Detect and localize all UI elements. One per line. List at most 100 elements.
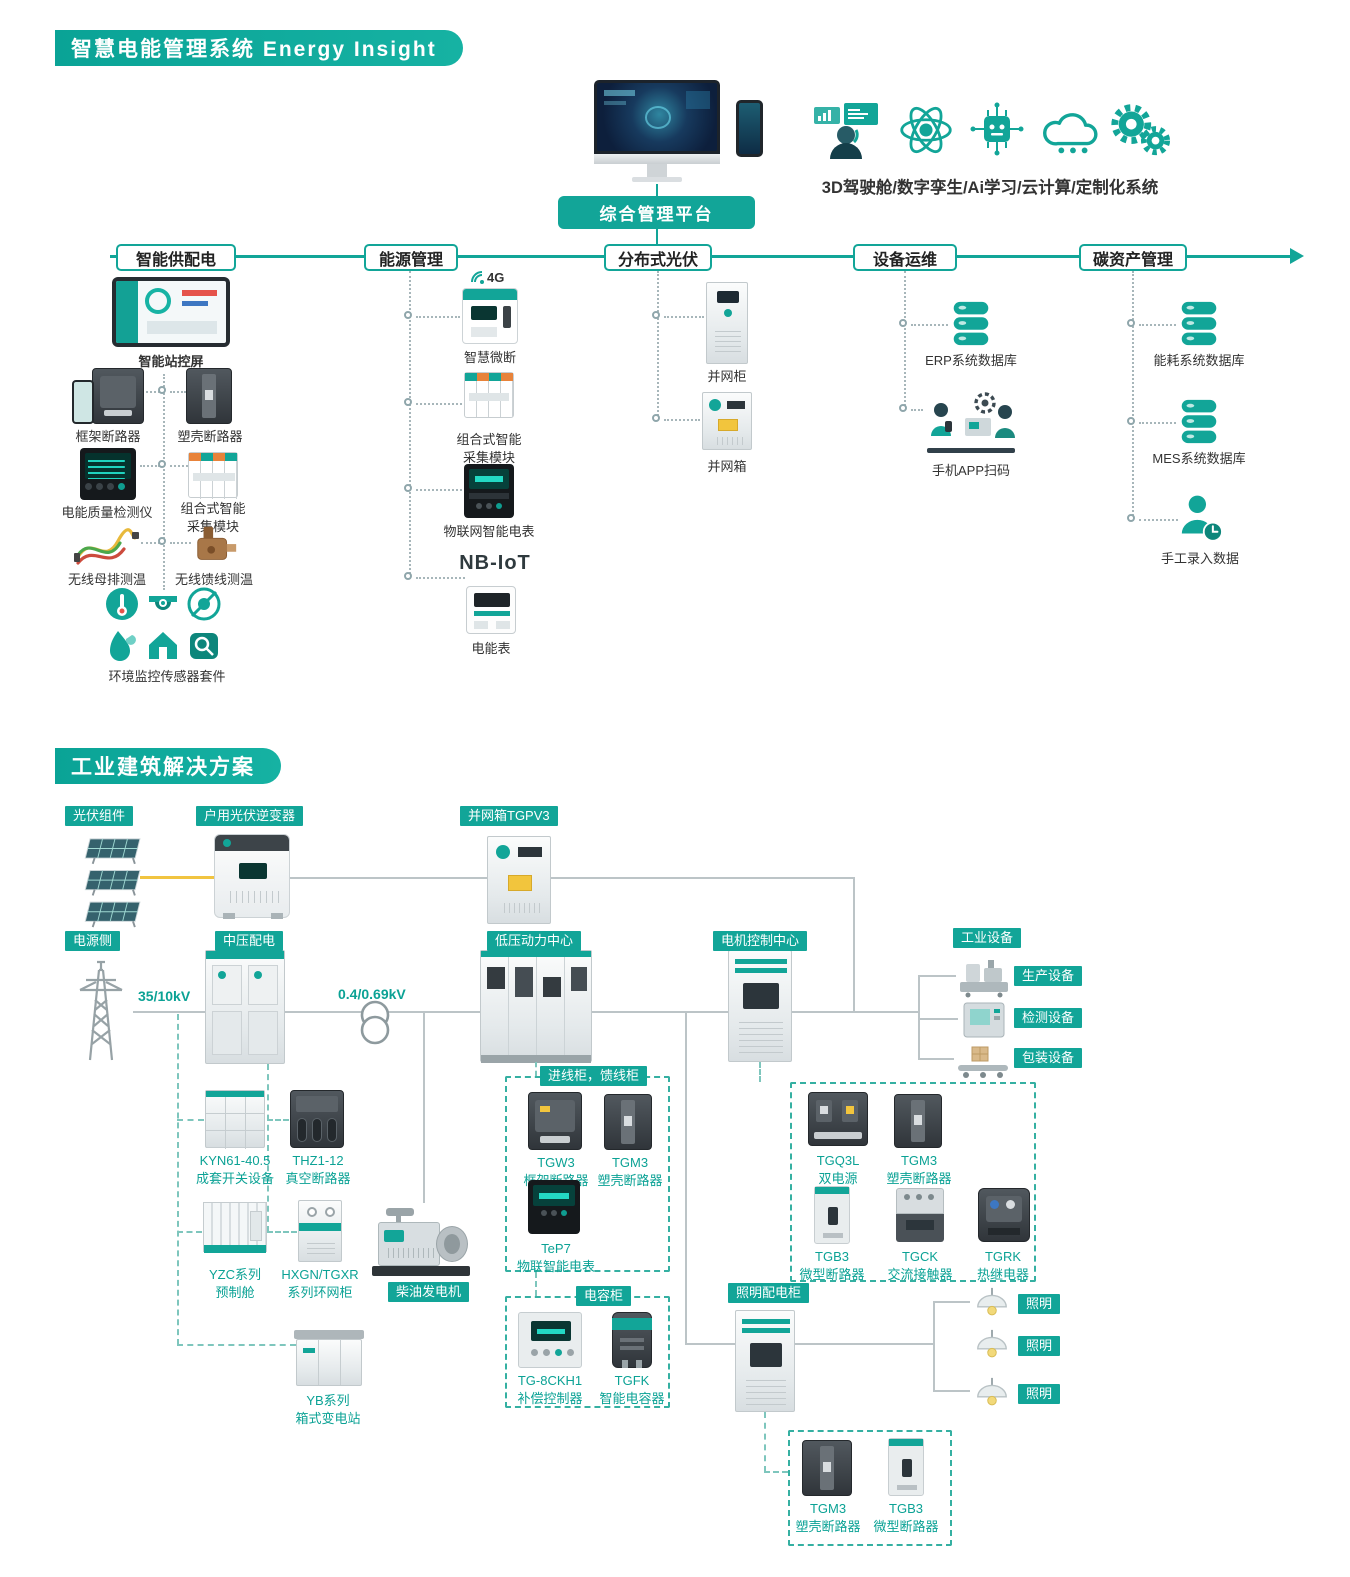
tgw3-acb-image [528, 1092, 582, 1150]
thermometer-icon [104, 586, 140, 622]
label-acq-module-1: 组合式智能采集模块 [180, 501, 246, 534]
product-tgq3l: TGQ3L 双电源 [788, 1152, 888, 1187]
mv-switchgear-image [205, 950, 285, 1064]
section1-title-banner: 智慧电能管理系统 Energy Insight [55, 30, 463, 66]
branch-node [404, 398, 412, 406]
product-yb-model: YB系列 [306, 1393, 350, 1408]
industry-stub-3 [918, 1058, 954, 1060]
bus-mcc-to-industry [792, 1011, 920, 1013]
product-tgb3-1-model: TGB3 [815, 1249, 849, 1264]
tag-inverter: 户用光伏逆变器 [196, 806, 304, 827]
section2-title-banner: 工业建筑解决方案 [55, 748, 281, 784]
platform-label: 综合管理平台 [558, 196, 755, 229]
diesel-feed-line [423, 1013, 425, 1203]
stub-line [170, 391, 186, 393]
packing-machine-image [956, 1041, 1010, 1079]
voltage-lv-label: 0.4/0.69kV [338, 986, 406, 1002]
stub-line [416, 489, 462, 491]
product-tgfk-model: TGFK [614, 1373, 650, 1388]
branch4-vertical-line [904, 271, 906, 410]
stub-line [664, 419, 700, 421]
stub-line [911, 409, 923, 411]
manual-entry-person-icon [1180, 492, 1222, 544]
product-yb: YB系列 箱式变电站 [278, 1392, 378, 1427]
product-thz-model: THZ1-12 [292, 1153, 344, 1168]
ai-learning-icon [968, 100, 1026, 158]
label-manual-entry: 手工录入数据 [1160, 551, 1239, 566]
tag-lighting-1: 照明 [1018, 1294, 1061, 1315]
mv-stub-thz [267, 1119, 289, 1121]
product-tgrk-desc: 热继电器 [976, 1266, 1029, 1282]
monitor-connector-line [656, 184, 658, 196]
feeder-temp-clamp-image [192, 524, 240, 568]
label-acq-module-2: 组合式智能采集模块 [456, 432, 522, 465]
busbar-temp-wires-image [74, 526, 140, 568]
product-tgw3-model: TGW3 [537, 1155, 575, 1170]
product-tgb3-1-desc: 微型断路器 [799, 1266, 865, 1282]
lv-box-connector-1 [535, 1062, 537, 1076]
tgm3-mccb-image-2 [894, 1094, 942, 1148]
iot-meter-image [464, 464, 514, 518]
product-tgm3-3: TGM3 塑壳断路器 [778, 1500, 878, 1535]
frame-breaker-image [72, 366, 144, 426]
stub-line [142, 391, 160, 393]
branch-node [158, 460, 166, 468]
tag-lighting-cabinet: 照明配电柜 [728, 1283, 810, 1304]
product-tgrk-model: TGRK [984, 1249, 1022, 1264]
product-tep7-desc: 物联智能电表 [516, 1258, 595, 1274]
label-frame-breaker: 框架断路器 [75, 429, 141, 444]
transmission-tower-image [66, 956, 136, 1062]
mcc-cabinet-image [728, 950, 792, 1062]
lv-box-connector-2 [535, 1272, 537, 1296]
app-scan-workers-image [925, 388, 1017, 456]
lamp-icon-3 [970, 1376, 1014, 1412]
tag-incoming-feeder: 进线柜，馈线柜 [540, 1066, 648, 1087]
lighting-feed-stub [685, 1343, 735, 1345]
stub-line [170, 465, 188, 467]
industry-stub-2 [918, 1018, 958, 1020]
tgck-contactor-image [896, 1188, 944, 1242]
product-thz: THZ1-12 真空断路器 [268, 1152, 368, 1187]
acq-module-image-2 [464, 372, 514, 418]
label-power-quality: 电能质量检测仪 [61, 505, 153, 520]
product-tep7-model: TeP7 [541, 1241, 571, 1256]
product-hxgn: HXGN/TGXR 系列环网柜 [270, 1266, 370, 1301]
mv-stub-yzc [177, 1231, 202, 1233]
pv-panels-image [72, 836, 146, 928]
product-kyn: KYN61-40.5 成套开关设备 [185, 1152, 285, 1187]
product-tgm3-2: TGM3 塑壳断路器 [869, 1152, 969, 1187]
product-tgm3-2-desc: 塑壳断路器 [886, 1170, 952, 1186]
lighting-products-connector-v [764, 1412, 766, 1472]
product-tgm3-3-model: TGM3 [809, 1501, 847, 1516]
tag-power-side: 电源侧 [65, 931, 121, 952]
branch-node [1127, 514, 1135, 522]
product-tgm3-3-desc: 塑壳断路器 [795, 1518, 861, 1534]
branch2-vertical-line [409, 271, 411, 578]
tag-diesel: 柴油发电机 [388, 1282, 470, 1303]
branch-header-om: 设备运维 [853, 244, 957, 271]
kyn-switchgear-image [205, 1090, 265, 1149]
lamp-stub-1 [933, 1301, 970, 1303]
monitor-stand [647, 164, 667, 177]
product-tgfk-desc: 智能电容器 [599, 1390, 665, 1406]
acq-module-image-1 [188, 452, 238, 499]
tag-lighting-2: 照明 [1018, 1336, 1061, 1357]
product-hxgn-model: HXGN/TGXR [281, 1267, 359, 1282]
gridbox-drop-line [853, 877, 855, 1013]
tag-lighting-3: 照明 [1018, 1384, 1061, 1405]
label-mes-db: MES系统数据库 [1152, 451, 1246, 466]
diesel-generator-image [372, 1198, 470, 1278]
label-grid-box: 并网箱 [707, 459, 747, 474]
tag-lv-center: 低压动力中心 [487, 931, 582, 952]
smart-home-icon [145, 627, 181, 663]
grid-tie-box-image [702, 392, 752, 450]
product-kyn-model: KYN61-40.5 [199, 1153, 271, 1168]
production-machine-image [958, 956, 1010, 998]
tgq3l-ats-image [808, 1092, 868, 1146]
stub-line [1139, 324, 1176, 326]
lighting-cabinet-image [735, 1310, 795, 1412]
platform-connector-line [656, 229, 658, 256]
lighting-feed-line [685, 1013, 687, 1345]
mcc-box-connector [759, 1062, 761, 1082]
